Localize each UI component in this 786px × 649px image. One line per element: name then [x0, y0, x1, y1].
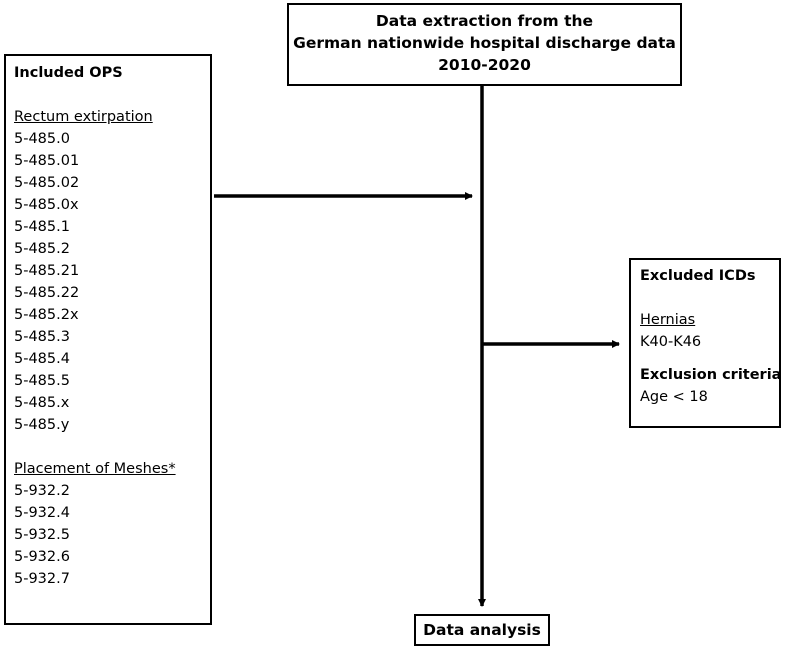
excluded-icds-title: Excluded ICDs [640, 268, 756, 284]
ops-code-item: 5-932.6 [14, 549, 70, 565]
exclusion-criteria-item: Age < 18 [640, 389, 708, 405]
data-extraction-line-1: Data extraction from the [375, 12, 594, 30]
ops-code-item: 5-485.3 [14, 329, 70, 345]
ops-code-item: 5-932.2 [14, 483, 70, 499]
hernias-heading: Hernias [640, 312, 696, 328]
ops-code-item: 5-485.21 [14, 263, 80, 279]
ops-code-item: 5-485.4 [14, 351, 70, 367]
data-analysis-label: Data analysis [423, 621, 541, 639]
ops-code-item: 5-485.2x [14, 307, 79, 323]
ops-code-item: 5-485.2 [14, 241, 70, 257]
ops-code-item: 5-485.1 [14, 219, 70, 235]
ops-code-item: 5-485.5 [14, 373, 70, 389]
ops-code-item: 5-485.01 [14, 153, 80, 169]
placement-of-meshes-list: 5-932.2 5-932.4 5-932.5 5-932.6 5-932.7 [14, 480, 210, 590]
rectum-extirpation-list: 5-485.0 5-485.01 5-485.02 5-485.0x 5-485.1 5-… [14, 128, 210, 436]
included-ops-title: Included OPS [14, 65, 123, 81]
ops-code-item: 5-932.4 [14, 505, 70, 521]
data-analysis-box: Data analysis [414, 614, 550, 646]
data-extraction-line-3: 2010-2020 [438, 56, 531, 74]
hernias-code: K40-K46 [640, 334, 702, 350]
ops-code-item: 5-485.0 [14, 131, 70, 147]
data-extraction-box: Data extraction from the German nationwi… [287, 3, 682, 86]
rectum-extirpation-heading: Rectum extirpation [14, 109, 153, 125]
placement-of-meshes-heading: Placement of Meshes* [14, 461, 176, 477]
exclusion-criteria-heading: Exclusion criteria [640, 367, 782, 383]
ops-code-item: 5-485.y [14, 417, 70, 433]
data-extraction-line-2: German nationwide hospital discharge dat… [293, 34, 676, 52]
ops-code-item: 5-485.22 [14, 285, 80, 301]
ops-code-item: 5-485.x [14, 395, 70, 411]
ops-code-item: 5-485.02 [14, 175, 80, 191]
excluded-icds-box: Excluded ICDs Hernias K40-K46 Exclusion … [629, 258, 781, 428]
ops-code-item: 5-485.0x [14, 197, 79, 213]
ops-code-item: 5-932.5 [14, 527, 70, 543]
ops-code-item: 5-932.7 [14, 571, 70, 587]
